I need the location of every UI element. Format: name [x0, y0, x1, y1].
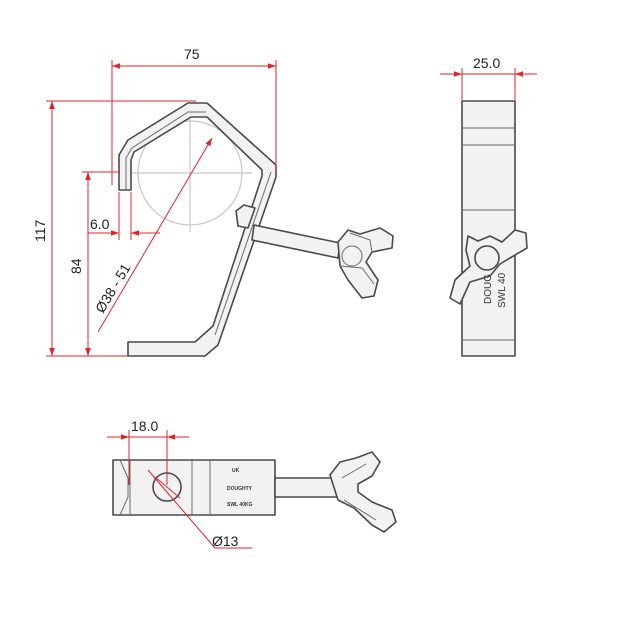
- top-marking-1: UK: [232, 468, 240, 474]
- top-marking-3: SWL 40KG: [227, 502, 253, 508]
- side-view: DOUG SWL 40: [449, 100, 528, 357]
- dim-wall-6: 6.0: [90, 216, 110, 232]
- top-dimensions: 18.0 Ø13: [107, 418, 252, 549]
- top-marking-2: DOUGHTY: [227, 486, 253, 492]
- dim-depth-25: 25.0: [473, 55, 500, 71]
- dim-height-117: 117: [32, 219, 48, 242]
- dim-width-75: 75: [184, 46, 200, 62]
- side-marking-2: SWL 40: [497, 272, 508, 308]
- dim-height-84: 84: [68, 258, 84, 274]
- top-view: UK DOUGHTY SWL 40KG: [112, 451, 397, 533]
- dim-hole-diameter-13: Ø13: [212, 533, 239, 549]
- front-view: [118, 102, 394, 357]
- side-body: [461, 100, 516, 357]
- top-wing-nut: [329, 451, 397, 533]
- hook-clamp-body: [118, 102, 277, 357]
- wing-nut: [337, 227, 394, 299]
- front-dimensions: 75 117 84 6.0 Ø38 - 51: [32, 46, 277, 357]
- side-dimensions: 25.0: [440, 55, 537, 100]
- dim-hole-offset-18: 18.0: [131, 418, 158, 434]
- side-marking-1: DOUG: [483, 274, 494, 304]
